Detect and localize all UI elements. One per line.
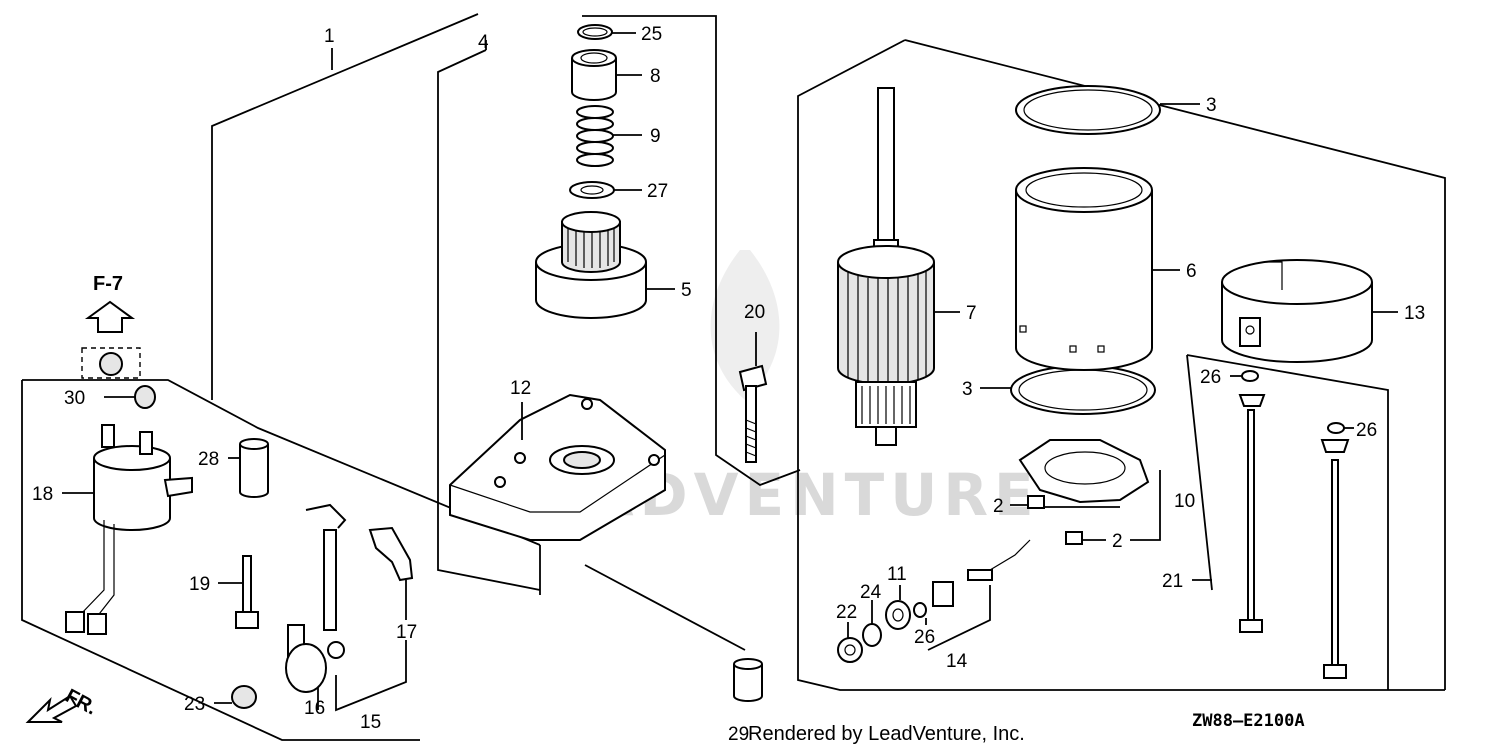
callout-26-top: 26 <box>1200 367 1221 388</box>
callout-22: 22 <box>836 602 857 623</box>
callout-15: 15 <box>360 712 381 733</box>
terminal-lead <box>967 539 1031 581</box>
callout-10: 10 <box>1174 491 1195 512</box>
callout-30: 30 <box>64 388 85 409</box>
callout-21: 21 <box>1162 571 1183 592</box>
callout-1: 1 <box>324 26 335 47</box>
brush-2-left <box>1027 495 1045 509</box>
reference-label: F-7 <box>93 273 123 295</box>
callout-28: 28 <box>198 449 219 470</box>
o-ring-3-top <box>1015 85 1161 135</box>
washer-24 <box>862 623 882 647</box>
insulator-14 <box>932 581 954 607</box>
through-bolt-21-right <box>1320 439 1350 679</box>
bracket-12 <box>449 393 666 541</box>
brush-holder-10 <box>1018 439 1150 504</box>
callout-14: 14 <box>946 651 968 672</box>
callout-2-left: 2 <box>993 496 1004 517</box>
credit-text: Rendered by LeadVenture, Inc. <box>748 723 1025 745</box>
washer-26-left <box>913 602 927 618</box>
nut-22 <box>837 637 863 663</box>
callout-7: 7 <box>966 303 977 324</box>
callout-13: 13 <box>1404 303 1425 324</box>
washer-27 <box>569 181 615 199</box>
callout-16: 16 <box>304 698 325 719</box>
up-arrow-icon <box>84 300 136 333</box>
callout-4: 4 <box>478 32 489 53</box>
collar-29 <box>733 658 763 702</box>
callout-20: 20 <box>744 302 765 323</box>
boot-17 <box>368 526 414 582</box>
callout-5: 5 <box>681 280 692 301</box>
cable-lead <box>305 503 347 659</box>
pinion-drive-5 <box>535 211 647 319</box>
callout-23: 23 <box>184 694 205 715</box>
callout-9: 9 <box>650 126 661 147</box>
o-ring-3-bottom <box>1010 365 1156 415</box>
callout-19: 19 <box>189 574 210 595</box>
callout-labels: 1 4 25 8 9 27 5 20 12 7 3 6 3 13 26 26 1… <box>32 24 1425 745</box>
callout-26-right: 26 <box>1356 420 1377 441</box>
front-marker-label: FR. <box>62 685 101 720</box>
washer-26-top <box>1241 370 1259 382</box>
brush-2-right <box>1065 531 1083 545</box>
yoke-6 <box>1015 167 1153 371</box>
spring-9 <box>576 105 614 167</box>
callout-25: 25 <box>641 24 662 45</box>
bolt-20 <box>738 364 768 463</box>
through-bolt-21-left <box>1238 394 1266 633</box>
callout-3-top: 3 <box>1206 95 1217 116</box>
callout-17: 17 <box>396 622 417 643</box>
callout-29: 29 <box>728 724 749 745</box>
callout-6: 6 <box>1186 261 1197 282</box>
callout-26-left: 26 <box>914 627 935 648</box>
callout-27: 27 <box>647 181 668 202</box>
callout-2-right: 2 <box>1112 531 1123 552</box>
collar-28 <box>239 438 269 498</box>
stop-collar-8 <box>571 49 617 101</box>
armature-7 <box>837 87 935 446</box>
solenoid-18 <box>65 424 193 635</box>
snap-ring-25 <box>577 24 613 40</box>
callout-24: 24 <box>860 582 882 603</box>
callout-11: 11 <box>887 564 907 585</box>
nut-30 <box>134 385 156 409</box>
diagram-code: ZW88—E2100A <box>1192 711 1305 731</box>
callout-18: 18 <box>32 484 53 505</box>
washer-26-right <box>1327 422 1345 434</box>
front-arrow-icon <box>25 694 78 723</box>
callout-8: 8 <box>650 66 661 87</box>
callout-12: 12 <box>510 378 531 399</box>
reference-nut <box>81 347 141 379</box>
leader-lines <box>62 32 1398 704</box>
terminal-cap-16 <box>285 624 327 693</box>
callout-3-bottom: 3 <box>962 379 973 400</box>
part-11 <box>885 600 911 630</box>
nut-23 <box>231 685 257 709</box>
assembly-outlines <box>21 13 1446 741</box>
bolt-19 <box>235 555 259 629</box>
end-cover-13 <box>1221 259 1373 363</box>
